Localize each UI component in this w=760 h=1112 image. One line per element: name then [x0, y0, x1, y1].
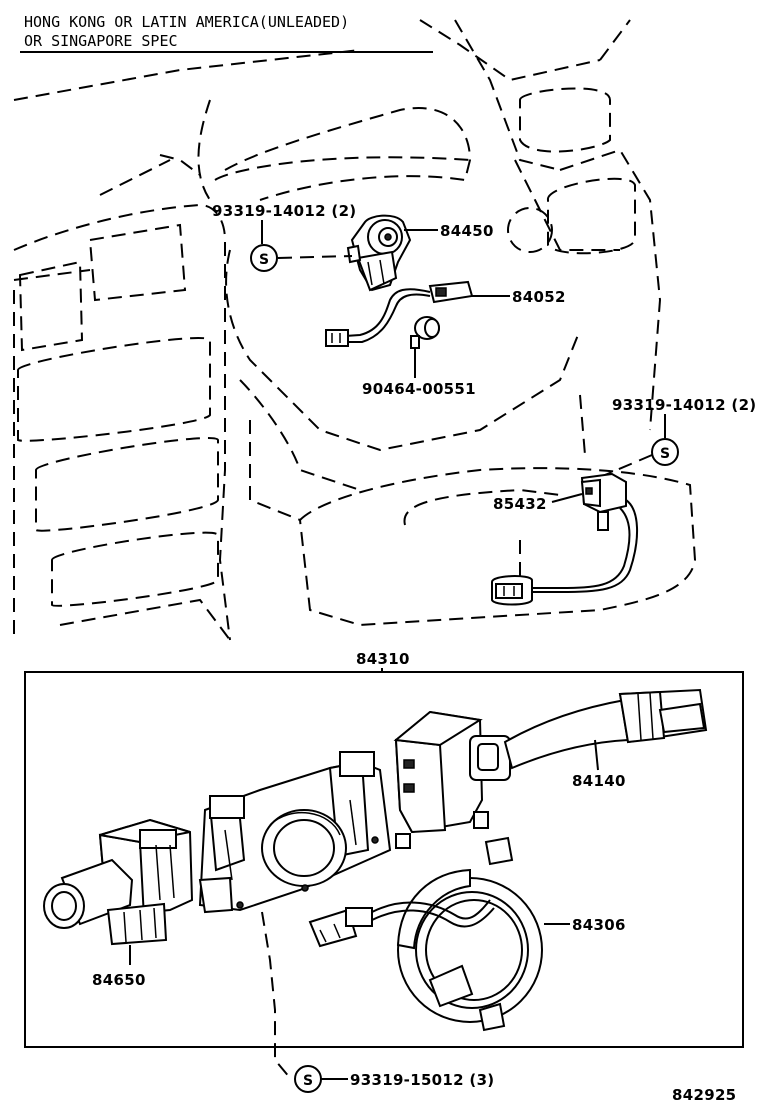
label-84140: 84140 — [572, 772, 626, 790]
label-screw-bottom: 93319-15012 (3) — [350, 1071, 494, 1089]
spiral-cable-84306 — [308, 836, 543, 1032]
ignition-switch-84450 — [346, 214, 412, 292]
screw-symbol-bottom-letter: S — [303, 1073, 313, 1089]
screw-symbol-top-letter: S — [259, 252, 269, 268]
headlight-switch-84650 — [43, 818, 194, 946]
label-84310: 84310 — [356, 650, 410, 668]
header-line-2: OR SINGAPORE SPEC — [24, 32, 178, 50]
label-85432: 85432 — [493, 495, 547, 513]
dashboard-outline — [13, 19, 697, 641]
label-84650: 84650 — [92, 971, 146, 989]
harness-84052 — [325, 280, 474, 347]
label-screw-top: 93319-14012 (2) — [212, 202, 356, 220]
label-84450: 84450 — [440, 222, 494, 240]
diagram-number: 842925 — [672, 1086, 736, 1104]
header-line-1: HONG KONG OR LATIN AMERICA(UNLEADED) — [24, 13, 349, 31]
screw-symbol-right-letter: S — [660, 446, 670, 462]
assembly-84310-box — [24, 671, 744, 1048]
label-screw-right: 93319-14012 (2) — [612, 396, 756, 414]
label-84306: 84306 — [572, 916, 626, 934]
switch-base — [198, 751, 392, 914]
switch-85432 — [491, 472, 639, 606]
label-90464: 90464-00551 — [362, 380, 476, 398]
label-84052: 84052 — [512, 288, 566, 306]
bulb-90464 — [410, 316, 440, 349]
leader-85432 — [551, 493, 583, 503]
screw-symbol-right — [651, 438, 679, 466]
leader-84140 — [594, 739, 599, 771]
leader-screw-top-to-switch — [277, 255, 353, 259]
leader-screw-bottom-dashed — [261, 911, 291, 1079]
wiper-switch-84140 — [393, 688, 708, 849]
screw-symbol-top — [250, 244, 278, 272]
